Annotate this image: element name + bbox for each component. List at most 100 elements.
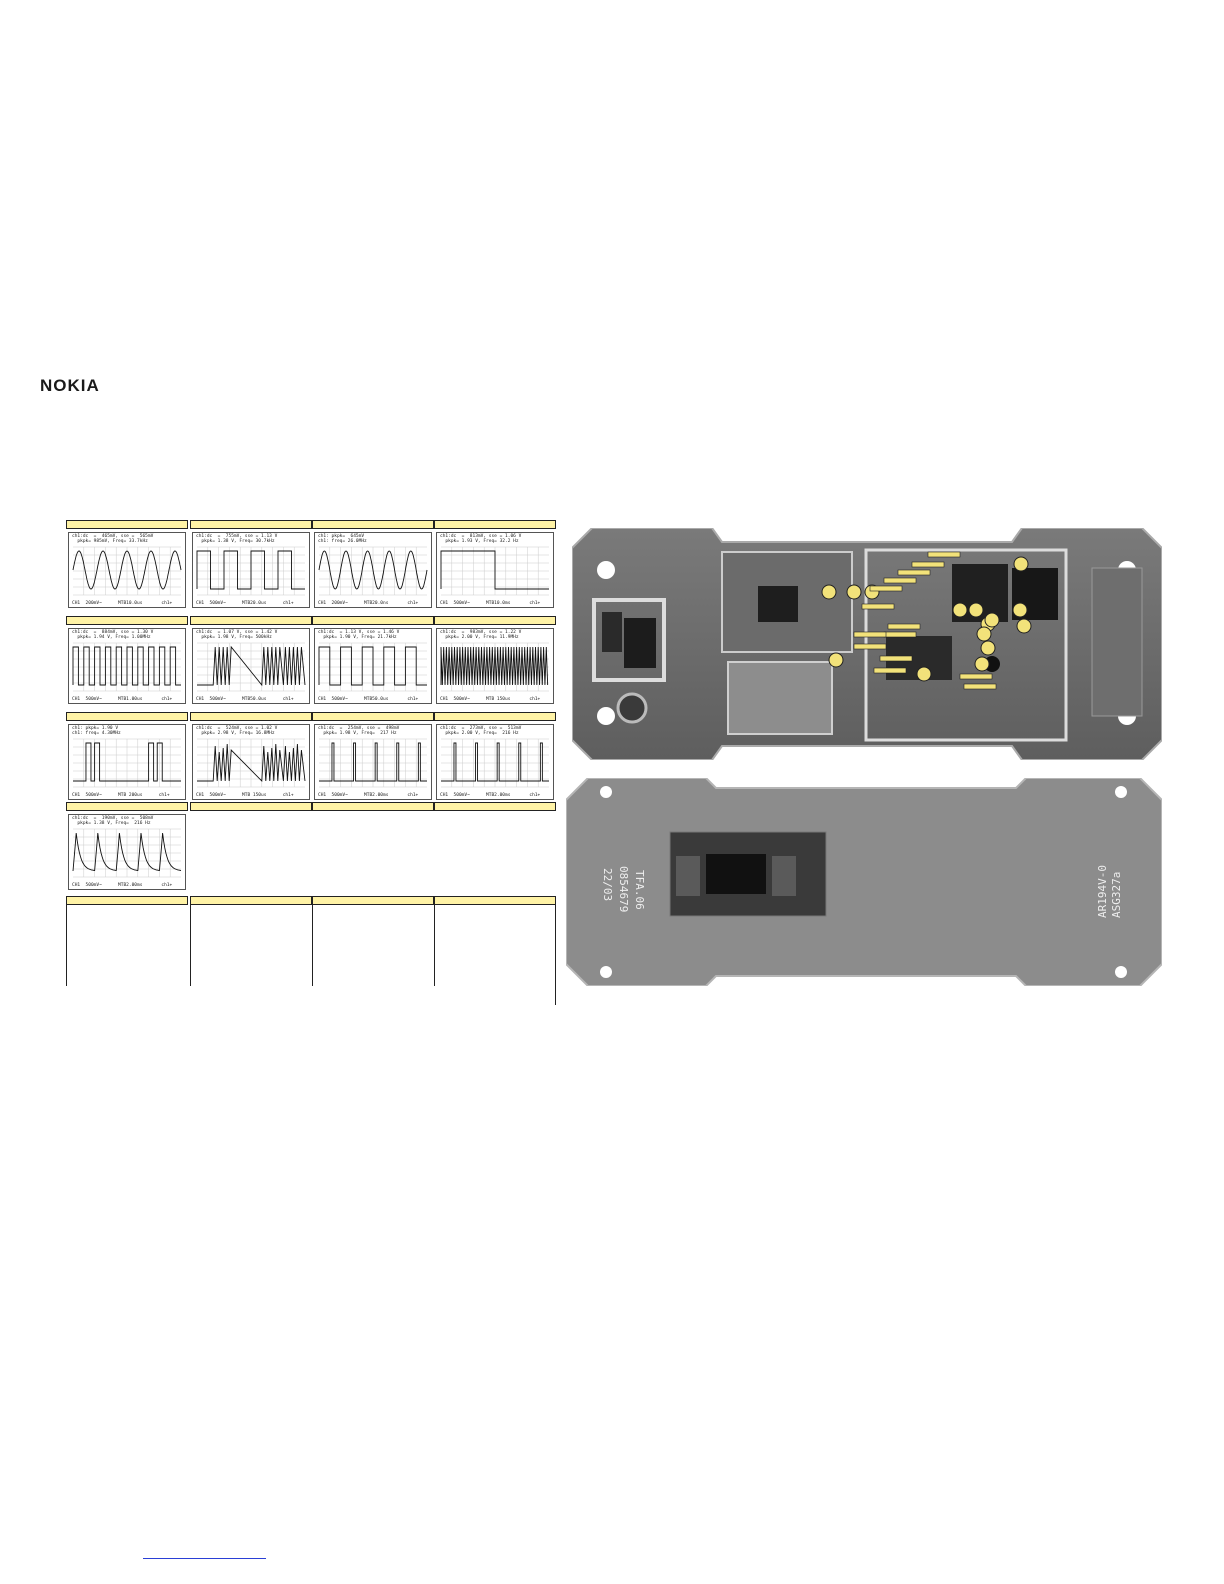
scope-readout: ch1: pkpk= 645mV ch1: freq= 26.0MHz [318,534,367,544]
scope-header-bar [434,802,556,811]
test-point-tag [927,551,961,558]
waveform [440,550,549,590]
test-point-marker [821,584,837,600]
scope-readout: ch1:dc = 884mV, sse = 1.30 V pkpk= 1.94 … [72,630,154,640]
scope-screen: ch1:dc = 524mV, sse = 1.02 V pkpk= 2.98 … [192,724,310,800]
scope-cell [434,896,556,988]
scope-readout: ch1: pkpk= 1.90 V ch1: freq= 4.30MHz [72,726,121,736]
test-point-tag [873,667,907,674]
scope-cell: ch1:dc = 254mV, sse = 498mV pkpk= 1.98 V… [312,712,434,804]
scope-cell [434,802,556,894]
scope-cell: ch1:dc = 524mV, sse = 1.02 V pkpk= 2.98 … [190,712,312,804]
scope-cell [190,802,312,894]
grid-divider [434,896,435,986]
scope-cell: ch1:dc = 755mV, sse = 1.13 V pkpk= 1.38 … [190,520,312,612]
scope-header-bar [66,712,188,721]
scope-cell [190,896,312,988]
scope-cell [312,802,434,894]
test-point-tag [911,561,945,568]
waveform [197,743,306,783]
waveform [197,645,306,687]
scope-screen: ch1:dc = 755mV, sse = 1.13 V pkpk= 1.38 … [192,532,310,608]
scope-cell: ch1:dc = 273mV, sse = 513mV pkpk= 2.00 V… [434,712,556,804]
scope-screen: ch1:dc = 190mV, sse = 508mV pkpk= 1.38 V… [68,814,186,890]
scope-trace [440,642,549,692]
scope-cell: ch1:dc = 190mV, sse = 508mV pkpk= 1.38 V… [66,802,188,894]
silk-part-1: AR194V-0 [1096,865,1109,918]
scope-settings: CH1 500mV~ MTB 200us ch1+ [72,793,170,798]
waveform [72,832,182,872]
test-point-marker [1012,602,1028,618]
test-point-tag [897,569,931,576]
scope-screen: ch1:dc = 1.07 V, sse = 1.42 V pkpk= 1.98… [192,628,310,704]
oscilloscope-grid: ch1:dc = 465mV, sse = 565mV pkpk= 985mV,… [66,520,556,1005]
test-point-tag [883,577,917,584]
scope-screen: ch1:dc = 884mV, sse = 1.30 V pkpk= 1.94 … [68,628,186,704]
scope-header-bar [434,712,556,721]
scope-trace [318,642,427,692]
waveform [318,550,428,590]
scope-settings: CH1 500mV~ MTB10.0ms ch1+ [440,601,541,606]
pcb-top-photo [572,528,1162,760]
scope-settings: CH1 500mV~ MTB50.0us ch1+ [318,697,419,702]
test-point-marker [916,666,932,682]
scope-header-bar [190,712,312,721]
waveform [318,646,427,686]
scope-header-bar [312,616,434,625]
scope-readout: ch1:dc = 524mV, sse = 1.02 V pkpk= 2.98 … [196,726,278,736]
scope-trace [72,546,182,596]
scope-readout: ch1:dc = 755mV, sse = 1.13 V pkpk= 1.38 … [196,534,278,544]
scope-cell: ch1:dc = 1.07 V, sse = 1.42 V pkpk= 1.98… [190,616,312,708]
scope-trace [197,642,306,692]
scope-header-bar [190,896,312,905]
silk-ref: TFA.06 [633,870,646,910]
scope-settings: CH1 200mV~ MTB20.0ns ch1+ [318,601,419,606]
test-point-tag [959,673,993,680]
scope-readout: ch1:dc = 1.13 V, sse = 1.46 V pkpk= 1.90… [318,630,400,640]
test-point-tag [963,683,997,690]
grid-divider [312,896,313,986]
waveform [73,742,181,782]
scope-header-bar [190,520,312,529]
waveform [319,742,427,782]
test-point-tag [887,623,921,630]
scope-cell [312,896,434,988]
test-point-marker [1016,618,1032,634]
waveform [196,550,305,590]
scope-readout: ch1:dc = 983mV, sse = 1.22 V pkpk= 2.00 … [440,630,522,640]
test-point-tag [853,643,887,650]
scope-settings: CH1 200mV~ MTB10.0us ch1+ [72,601,173,606]
test-point-marker [976,626,992,642]
test-point-tag [853,631,887,638]
scope-header-bar [190,616,312,625]
scope-header-bar [66,616,188,625]
scope-header-bar [66,520,188,529]
scope-header-bar [312,520,434,529]
scope-screen: ch1:dc = 254mV, sse = 498mV pkpk= 1.98 V… [314,724,432,800]
scope-trace [318,546,428,596]
scope-settings: CH1 500mV~ MTB50.0us ch1+ [196,697,294,702]
scope-readout: ch1:dc = 190mV, sse = 508mV pkpk= 1.38 V… [72,816,154,826]
test-point-tag [861,603,895,610]
test-point-marker [1013,556,1029,572]
test-point-marker [846,584,862,600]
scope-cell [66,896,188,988]
test-point-marker [974,656,990,672]
grid-divider [555,896,556,1005]
waveform [72,646,181,686]
test-point-marker [984,612,1000,628]
test-point-marker [968,602,984,618]
scope-trace [72,642,181,692]
silk-code: 0854679 [617,866,630,912]
scope-settings: CH1 500mV~ MTB2.00ms ch1+ [440,793,541,798]
grid-divider [66,896,67,986]
scope-trace [197,738,306,788]
scope-cell: ch1:dc = 465mV, sse = 565mV pkpk= 985mV,… [66,520,188,612]
grid-divider [190,896,191,986]
waveform [441,742,549,782]
footer-link-underline[interactable] [143,1557,266,1559]
scope-header-bar [434,520,556,529]
scope-readout: ch1:dc = 273mV, sse = 513mV pkpk= 2.00 V… [440,726,522,736]
